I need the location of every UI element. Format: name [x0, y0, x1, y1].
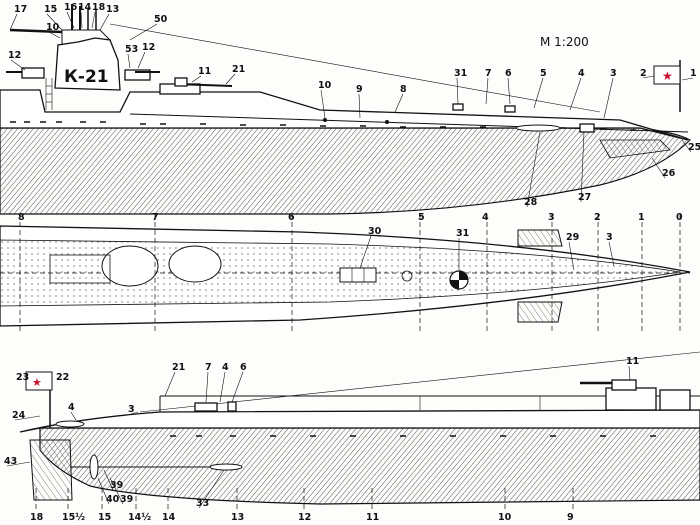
- side-limber-holes: [10, 121, 636, 131]
- stern-hull-lower: [39, 427, 700, 505]
- hull-number: К-21: [64, 67, 109, 87]
- side-label-12: 12: [142, 42, 155, 53]
- stern-frame-6: 12: [298, 512, 311, 523]
- plan-label-3: 3: [606, 232, 613, 243]
- stern-label-3: 4: [68, 402, 75, 413]
- stern-part-2: 39: [110, 480, 123, 491]
- stern-label-5: 21: [172, 362, 185, 373]
- stern-frame-1: 15½: [62, 512, 85, 523]
- side-frame-8: 8: [18, 212, 25, 223]
- flag-star-icon: ★: [662, 69, 673, 83]
- side-frame-3: 3: [548, 212, 555, 223]
- side-label-7: 7: [485, 68, 492, 79]
- side-label-14: 14: [78, 2, 92, 13]
- stern-frame-5: 13: [231, 512, 244, 523]
- stern-label-8: 6: [240, 362, 247, 373]
- side-frame-5: 5: [418, 212, 425, 223]
- stern-label-9: 11: [626, 356, 639, 367]
- stern-label-1: 22: [56, 372, 69, 383]
- side-label-26: 26: [662, 168, 676, 179]
- stern-deck: [19, 409, 700, 433]
- bow-plane-upper: [517, 229, 563, 247]
- side-frame-6: 6: [288, 212, 295, 223]
- deck-gun-tower: [124, 69, 160, 81]
- stern-part-3: 33: [196, 498, 209, 509]
- plan-label-30: 30: [368, 226, 382, 237]
- stern-flag-star-icon: ★: [32, 376, 42, 389]
- plan-hatch-30: [339, 267, 377, 283]
- side-label-10: 10: [318, 80, 332, 91]
- bow-flag: [653, 65, 681, 85]
- aft-gun: [21, 67, 45, 79]
- plan-label-31: 31: [456, 228, 469, 239]
- stern-label-6: 7: [205, 362, 212, 373]
- side-label-2: 2: [640, 68, 647, 79]
- plan-label-29: 29: [566, 232, 579, 243]
- antenna-wire: [109, 23, 601, 113]
- side-label-15: 15: [44, 4, 57, 15]
- side-label-31: 31: [454, 68, 467, 79]
- side-label-21: 21: [232, 64, 245, 75]
- stern-part-0: 40: [106, 494, 120, 505]
- plan-conning-tower: [101, 245, 159, 287]
- side-label-4: 4: [578, 68, 585, 79]
- plan-view: [0, 214, 691, 332]
- side-label-1: 1: [690, 68, 697, 79]
- stern-view: ★: [19, 351, 700, 512]
- deck-gun-aft: [159, 77, 233, 95]
- side-label-28: 28: [524, 197, 538, 208]
- fore-gun: [580, 379, 691, 411]
- stern-part-1: 39: [120, 494, 133, 505]
- side-deck-line: [129, 113, 689, 133]
- side-label-27: 27: [578, 192, 591, 203]
- side-label-12: 12: [8, 50, 21, 61]
- stern-label-4: 3: [128, 404, 135, 415]
- side-label-11: 11: [198, 66, 211, 77]
- stern-frame-2: 15: [98, 512, 111, 523]
- side-view: К-21 ★ M 1:200: [0, 4, 691, 215]
- scale-label: M 1:200: [540, 35, 589, 49]
- side-label-53: 53: [125, 44, 138, 55]
- side-label-10: 10: [46, 22, 60, 33]
- stern-label-7: 4: [222, 362, 229, 373]
- stern-label-2: 24: [12, 410, 26, 421]
- side-frame-7: 7: [152, 212, 159, 223]
- bow-plane-lower: [517, 301, 563, 323]
- side-frame-4: 4: [482, 212, 489, 223]
- side-label-25: 25: [688, 142, 700, 153]
- side-label-5: 5: [540, 68, 547, 79]
- stern-frame-9: 9: [567, 512, 574, 523]
- conning-tower: [54, 37, 121, 91]
- side-label-6: 6: [505, 68, 512, 79]
- stern-frame-3: 14½: [128, 512, 151, 523]
- side-label-17: 17: [14, 4, 27, 15]
- side-label-16: 16: [64, 2, 78, 13]
- side-label-3: 3: [610, 68, 617, 79]
- stern-flag: [25, 371, 53, 391]
- torpedo-33: [209, 463, 243, 471]
- stern-frame-8: 10: [498, 512, 512, 523]
- side-hull-lower: [0, 127, 691, 215]
- stern-frame-4: 14: [162, 512, 176, 523]
- stern-label-0: 23: [16, 372, 29, 383]
- stern-frame-7: 11: [366, 512, 379, 523]
- side-label-50: 50: [154, 14, 168, 25]
- stern-label-10: 43: [4, 456, 17, 467]
- side-frame-1: 1: [638, 212, 645, 223]
- rudder: [29, 439, 73, 501]
- side-label-18: 18: [92, 2, 106, 13]
- side-frame-0: 0: [676, 212, 683, 223]
- stern-frame-0: 18: [30, 512, 44, 523]
- side-frame-2: 2: [594, 212, 601, 223]
- side-label-8: 8: [400, 84, 407, 95]
- side-label-13: 13: [106, 4, 119, 15]
- side-label-9: 9: [356, 84, 363, 95]
